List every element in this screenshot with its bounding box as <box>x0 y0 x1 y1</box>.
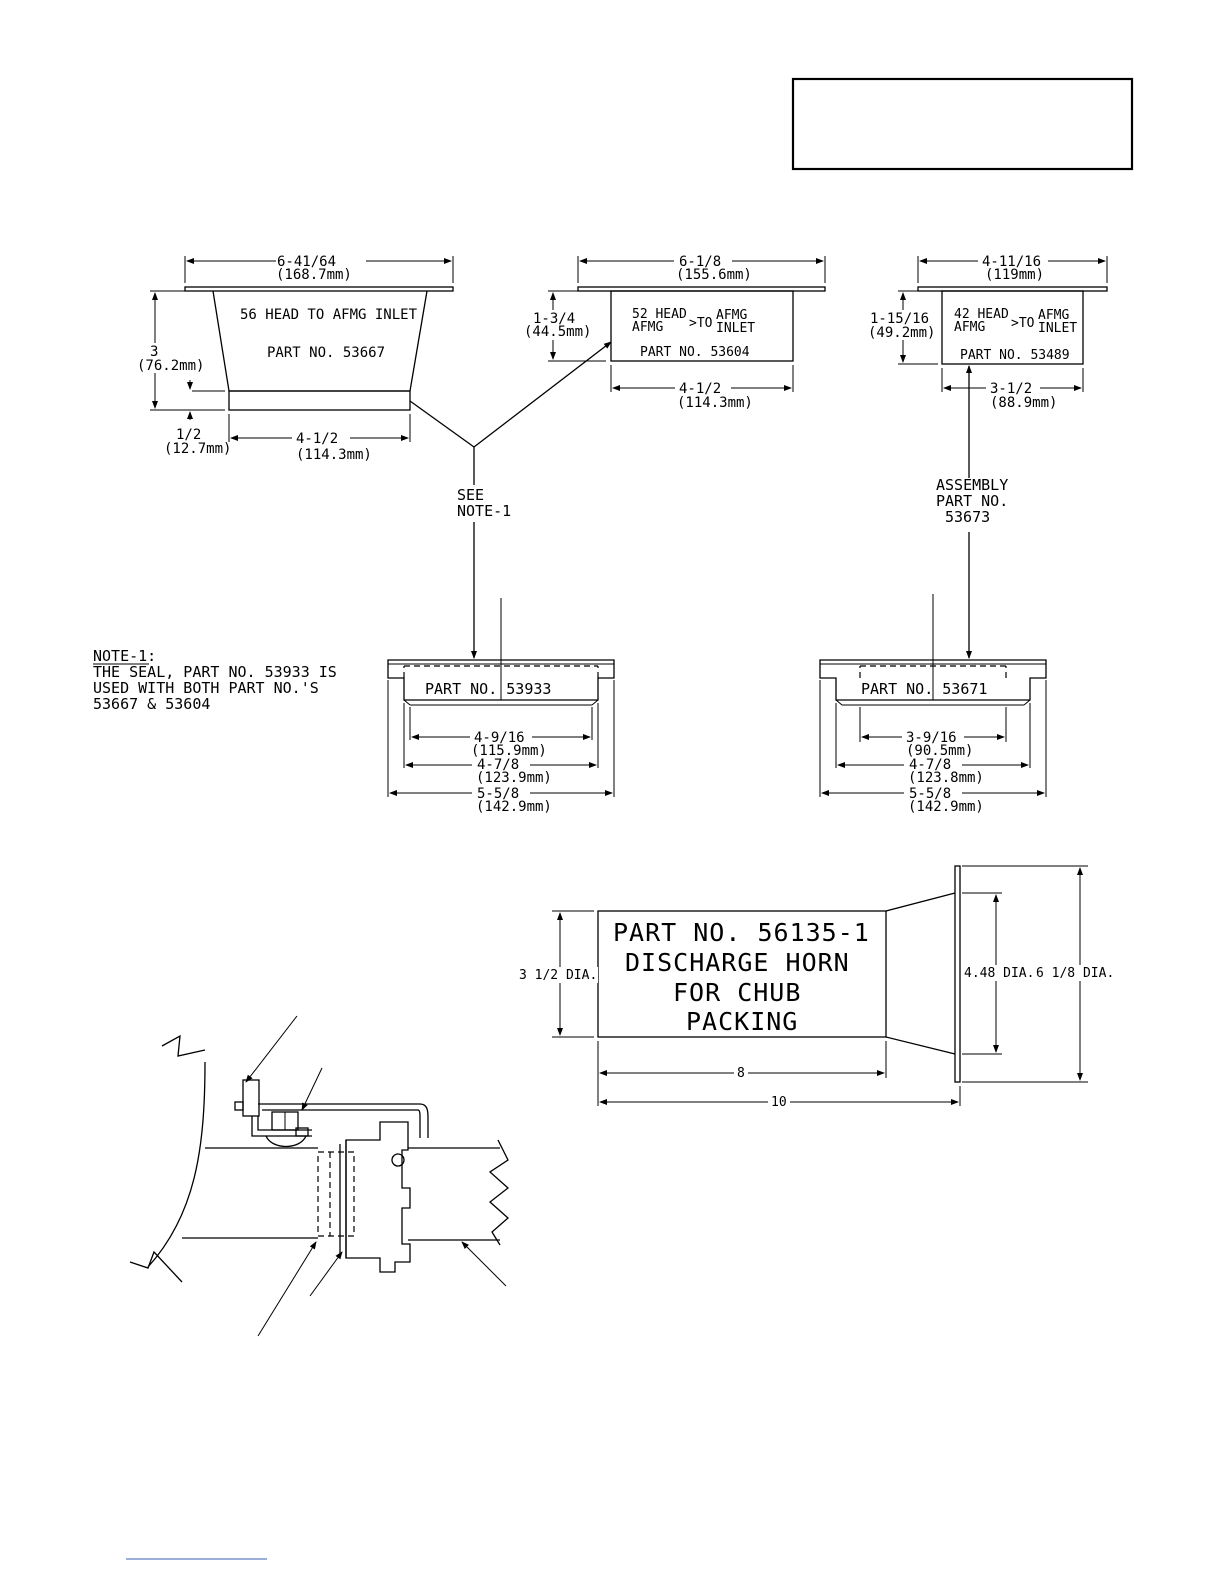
part-42-label-d: INLET <box>1038 321 1077 336</box>
seal-left-part-no: PART NO. 53933 <box>425 680 551 698</box>
part-56-label-1: 56 HEAD TO AFMG INLET <box>240 307 418 323</box>
part-56-head: 56 HEAD TO AFMG INLET PART NO. 53667 6-4… <box>137 252 454 463</box>
part-42-label-c: AFMG <box>1038 308 1069 323</box>
part-52-dim-height-mm: (44.5mm) <box>524 324 591 340</box>
assembly-line1: ASSEMBLY <box>936 476 1008 494</box>
part-42-dim-bottom-mm: (88.9mm) <box>990 395 1057 411</box>
seal-right-dim1-mm: (90.5mm) <box>906 743 973 759</box>
leader-lines <box>409 341 972 659</box>
part-42-label-b: AFMG <box>954 320 985 335</box>
note1-title: NOTE-1: <box>93 647 156 665</box>
seal-left-dim2: 4-7/8 <box>477 757 519 773</box>
assembly-line2: PART NO. <box>936 492 1008 510</box>
assembly-detail-sketch <box>129 1015 510 1337</box>
assembly-line3: 53673 <box>945 508 990 526</box>
horn-line4: PACKING <box>686 1007 798 1036</box>
part-52-label-c: AFMG <box>716 308 747 323</box>
part-56-dim-height: 3 <box>150 344 158 360</box>
horn-dim-len1: 8 <box>737 1066 745 1081</box>
part-42-dim-bottom: 3-1/2 <box>990 381 1032 397</box>
part-52-label-to: >TO <box>689 316 713 331</box>
seal-right-dim3: 5-5/8 <box>909 786 951 802</box>
horn-dim-outer: 6 1/8 DIA. <box>1036 966 1114 981</box>
part-56-label-2: PART NO. 53667 <box>267 345 385 361</box>
part-56-dim-bottom: 4-1/2 <box>296 431 338 447</box>
note1-line3: 53667 & 53604 <box>93 695 210 713</box>
discharge-horn: PART NO. 56135-1 DISCHARGE HORN FOR CHUB… <box>516 865 1122 1110</box>
seal-right-dim1: 3-9/16 <box>906 730 957 746</box>
part-42-label-to: >TO <box>1011 316 1035 331</box>
part-42-dim-top: 4-11/16 <box>982 254 1041 270</box>
seal-left-dim2-mm: (123.9mm) <box>476 770 552 786</box>
note1-line1: THE SEAL, PART NO. 53933 IS <box>93 663 337 681</box>
seal-right-dim2-mm: (123.8mm) <box>908 770 984 786</box>
part-56-dim-lip-mm: (12.7mm) <box>164 441 231 457</box>
part-52-dim-height: 1-3/4 <box>533 311 575 327</box>
part-42-head: 42 HEAD AFMG >TO AFMG INLET PART NO. 534… <box>868 252 1108 411</box>
horn-dim-left: 3 1/2 DIA. <box>519 968 597 983</box>
horn-line3: FOR CHUB <box>673 978 801 1007</box>
part-52-dim-top: 6-1/8 <box>679 254 721 270</box>
part-52-dim-bottom: 4-1/2 <box>679 381 721 397</box>
part-42-dim-top-mm: (119mm) <box>985 267 1044 283</box>
part-56-dim-lip: 1/2 <box>176 427 201 443</box>
part-42-label-a: 42 HEAD <box>954 307 1009 322</box>
horn-line1: PART NO. 56135-1 <box>613 918 870 947</box>
part-52-label-d: INLET <box>716 321 755 336</box>
horn-dim-len2: 10 <box>771 1095 787 1110</box>
part-42-dim-height: 1-15/16 <box>870 311 929 327</box>
part-42-dim-height-mm: (49.2mm) <box>868 325 935 341</box>
seal-left-dim1: 4-9/16 <box>474 730 525 746</box>
note-1: NOTE-1: THE SEAL, PART NO. 53933 IS USED… <box>93 647 337 713</box>
title-block <box>791 77 1134 171</box>
see-note-line2: NOTE-1 <box>457 502 511 520</box>
part-52-dim-bottom-mm: (114.3mm) <box>677 395 753 411</box>
horn-line2: DISCHARGE HORN <box>625 948 850 977</box>
part-56-dim-top: 6-41/64 <box>277 254 336 270</box>
part-52-label-b: AFMG <box>632 320 663 335</box>
seal-left-dim3: 5-5/8 <box>477 786 519 802</box>
part-52-label-a: 52 HEAD <box>632 307 687 322</box>
part-56-dim-top-mm: (168.7mm) <box>276 267 352 283</box>
seal-right-dim2: 4-7/8 <box>909 757 951 773</box>
part-56-dim-height-mm: (76.2mm) <box>137 358 204 374</box>
seal-left: PART NO. 53933 4-9/16 (115.9mm) 4-7/8 (1… <box>387 598 615 815</box>
part-52-head: 52 HEAD AFMG >TO AFMG INLET PART NO. 536… <box>524 252 826 411</box>
seal-right-part-no: PART NO. 53671 <box>861 680 987 698</box>
seal-right-dim3-mm: (142.9mm) <box>908 799 984 815</box>
seal-left-dim3-mm: (142.9mm) <box>476 799 552 815</box>
part-52-part-no: PART NO. 53604 <box>640 345 750 360</box>
seal-left-dim1-mm: (115.9mm) <box>471 743 547 759</box>
part-56-dim-bottom-mm: (114.3mm) <box>296 447 372 463</box>
note1-line2: USED WITH BOTH PART NO.'S <box>93 679 319 697</box>
seal-right: PART NO. 53671 3-9/16 (90.5mm) 4-7/8 (12… <box>819 594 1047 815</box>
see-note-line1: SEE <box>457 486 484 504</box>
horn-dim-inner: 4.48 DIA. <box>964 966 1034 981</box>
part-52-dim-top-mm: (155.6mm) <box>676 267 752 283</box>
part-42-part-no: PART NO. 53489 <box>960 348 1070 363</box>
